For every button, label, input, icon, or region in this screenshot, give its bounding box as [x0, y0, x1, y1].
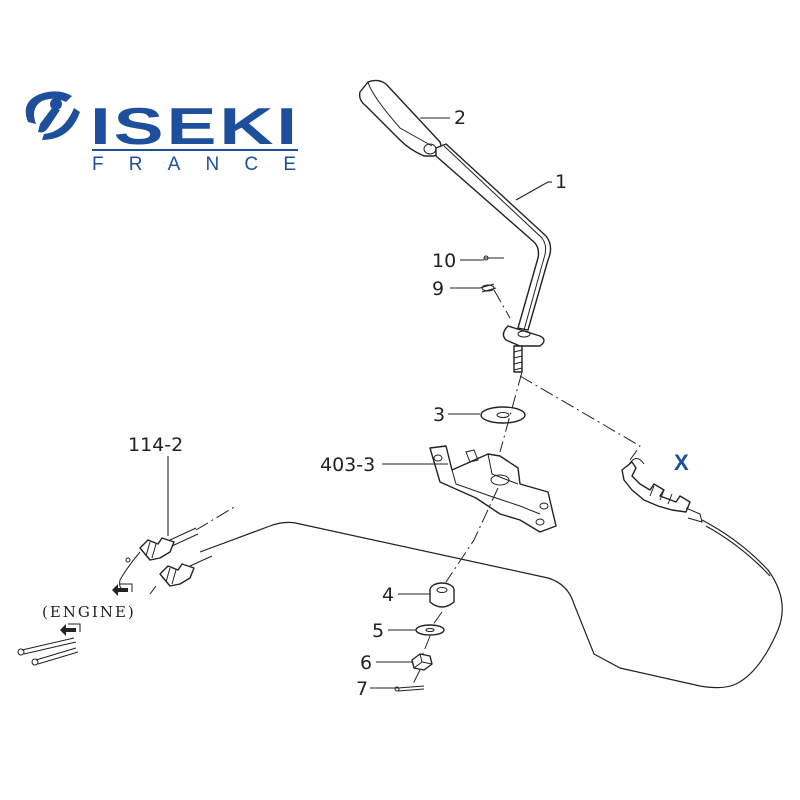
label-part-4: 4 [382, 584, 394, 606]
label-part-114-2: 114-2 [128, 434, 183, 456]
bracket-part-403-3 [429, 445, 557, 533]
engine-arrow-upper [112, 583, 133, 596]
connector-x-end [621, 458, 703, 523]
assembly-centerline [411, 371, 523, 687]
brand-logo: ISEKI FRANCE [25, 91, 300, 175]
leader-1 [515, 181, 549, 201]
washer-part-3 [480, 406, 526, 424]
nut-part-6 [411, 653, 433, 671]
cable-end-lower [149, 555, 213, 595]
clip-part-9 [479, 283, 497, 293]
bushing-part-4 [429, 582, 455, 608]
control-cable-inner [705, 525, 771, 577]
label-part-9: 9 [432, 278, 444, 300]
logo-mark [25, 91, 80, 140]
label-part-7: 7 [356, 678, 368, 700]
cable-end-upper [119, 505, 237, 591]
label-part-2: 2 [454, 107, 466, 129]
connector-centerline [519, 375, 641, 461]
label-part-403-3: 403-3 [320, 454, 375, 476]
logo-brand-text: ISEKI [90, 98, 300, 156]
label-part-3: 3 [433, 404, 445, 426]
label-part-1: 1 [555, 171, 567, 193]
engine-arrow-lower [60, 623, 81, 636]
cotter-pins-left [17, 637, 79, 666]
label-part-6: 6 [360, 652, 372, 674]
label-engine: (ENGINE) [42, 603, 136, 621]
control-cable [199, 519, 783, 689]
label-connector-x: X [674, 450, 689, 475]
washer-part-5 [415, 624, 445, 636]
label-part-5: 5 [372, 620, 384, 642]
cotter-pin-part-7 [394, 685, 425, 692]
label-part-10: 10 [432, 250, 456, 272]
logo-region-text: FRANCE [92, 154, 296, 175]
pin-centerline [493, 289, 511, 319]
pin-part-10 [483, 255, 504, 261]
